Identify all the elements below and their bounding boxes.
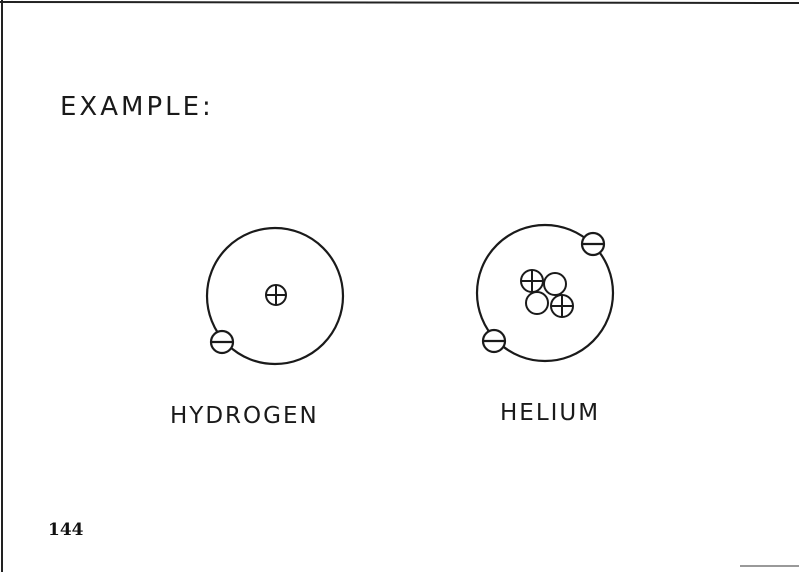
helium-electron bbox=[481, 328, 507, 354]
hydrogen-atom bbox=[205, 226, 345, 366]
page-heading: EXAMPLE: bbox=[60, 92, 214, 122]
helium-proton bbox=[550, 294, 574, 318]
page-number: 144 bbox=[48, 520, 84, 540]
helium-proton bbox=[520, 269, 544, 293]
helium-neutron bbox=[543, 272, 567, 296]
helium-label: HELIUM bbox=[500, 400, 601, 426]
helium-electron bbox=[580, 231, 606, 257]
hydrogen-electron bbox=[209, 329, 235, 355]
helium-atom bbox=[475, 223, 615, 363]
helium-orbit bbox=[475, 223, 615, 363]
helium-neutron bbox=[525, 291, 549, 315]
frame-top-border bbox=[0, 1, 799, 4]
hydrogen-orbit bbox=[205, 226, 345, 366]
hydrogen-proton bbox=[265, 284, 287, 306]
hydrogen-label: HYDROGEN bbox=[170, 403, 319, 429]
